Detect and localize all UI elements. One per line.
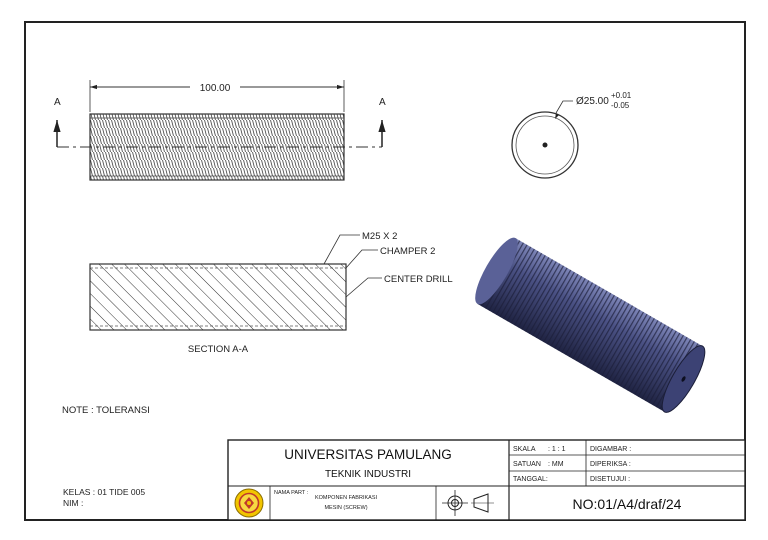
isometric-screw-back-end [475, 237, 518, 305]
part-name-line-2: MESIN (SCREW) [324, 505, 367, 511]
section-marker-right: A [379, 97, 386, 108]
note-toleransi: NOTE : TOLERANSI [62, 405, 150, 416]
section-view-hatched-body [89, 263, 347, 331]
diperiksa-label: DIPERIKSA : [590, 461, 631, 468]
title-block-frame [227, 439, 746, 521]
chamfer-callout-leader [345, 249, 378, 269]
skala-value: : 1 : 1 [548, 446, 566, 453]
diameter-leader [555, 100, 573, 114]
satuan-label: SATUAN [513, 461, 541, 468]
part-name-line-1: KOMPONEN FABRIKASI [315, 495, 378, 501]
university-logo [234, 488, 264, 518]
end-view: Ø25.00 +0.01 -0.05 [511, 91, 632, 179]
isometric-screw-center-drill [681, 376, 686, 382]
part-name-label: NAMA PART : [274, 490, 309, 496]
dimension-length: 100.00 [200, 83, 231, 94]
front-view: A A 100.00 [53, 80, 386, 181]
section-view: M25 X 2 CHAMPER 2 CENTER DRILL SECTION A… [89, 231, 453, 355]
diameter-tol-lower: -0.05 [611, 101, 630, 110]
drawing-number: NO:01/A4/draf/24 [573, 496, 682, 512]
diameter-value: Ø25.00 [576, 96, 609, 107]
university-name: UNIVERSITAS PAMULANG [284, 447, 452, 462]
section-marker-left: A [54, 97, 61, 108]
title-block: UNIVERSITAS PAMULANG TEKNIK INDUSTRI NAM… [227, 439, 746, 521]
tanggal-label: TANGGAL: [513, 476, 548, 483]
isometric-screw-thread [477, 238, 703, 412]
end-view-outer-circle [511, 111, 579, 179]
diameter-tol-upper: +0.01 [611, 91, 632, 100]
end-view-center-drill [542, 142, 548, 148]
skala-label: SKALA [513, 446, 536, 453]
kelas-text: KELAS : 01 TIDE 005 [63, 487, 145, 497]
thread-callout: M25 X 2 [362, 231, 397, 242]
nim-text: NIM : [63, 498, 83, 508]
chamfer-callout: CHAMPER 2 [380, 246, 435, 257]
isometric-view [475, 237, 706, 413]
digambar-label: DIGAMBAR : [590, 446, 631, 453]
section-label: SECTION A-A [188, 344, 249, 355]
department-name: TEKNIK INDUSTRI [325, 469, 411, 480]
center-drill-callout: CENTER DRILL [384, 274, 453, 285]
projection-symbol-icon [442, 490, 494, 516]
thread-callout-leader [323, 234, 360, 265]
end-view-inner-circle [515, 115, 575, 175]
center-drill-callout-leader [345, 277, 382, 298]
satuan-value: : MM [548, 461, 564, 468]
disetujui-label: DISETUJUI : [590, 476, 630, 483]
